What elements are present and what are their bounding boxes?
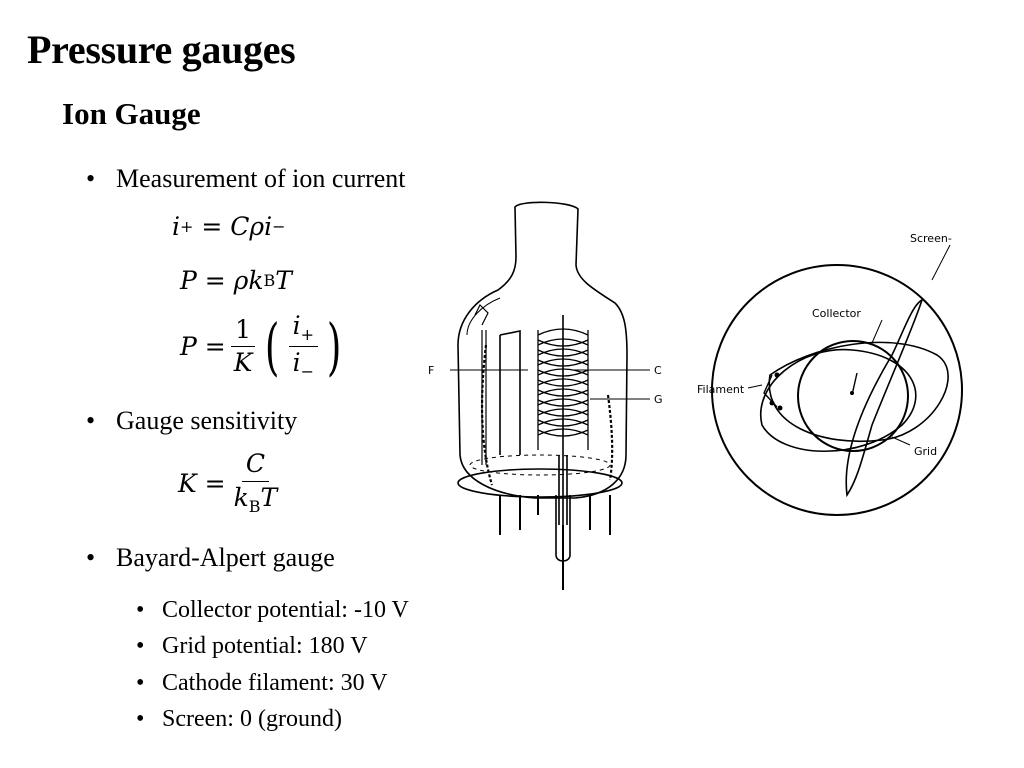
slide-title: Pressure gauges	[27, 27, 296, 72]
grid-loop	[768, 341, 949, 443]
cross-label-grid: Grid	[914, 445, 937, 458]
ion-gauge-cross-section-diagram: Screen- Collector Filament Grid	[697, 232, 963, 516]
filament	[499, 330, 521, 455]
sub-bullet-text: Cathode filament: 30 V	[162, 670, 388, 696]
cross-label-filament: Filament	[697, 383, 745, 396]
glass-envelope	[457, 201, 628, 499]
collector-circle	[797, 340, 909, 452]
ion-gauge-tube-illustration: F C G	[428, 201, 663, 590]
cross-label-screen: Screen-	[910, 232, 952, 245]
sub-bullet-text: Screen: 0 (ground)	[162, 706, 342, 732]
cross-label-collector: Collector	[812, 307, 861, 320]
sub-bullet-collector-potential: •Collector potential: -10 V	[136, 597, 409, 623]
bullet-bayard-alpert: •Bayard-Alpert gauge	[86, 543, 335, 572]
tube-label-filament: F	[428, 364, 434, 377]
bullet-text: Gauge sensitivity	[116, 406, 298, 435]
sub-bullet-text: Grid potential: 180 V	[162, 633, 368, 659]
sub-bullet-text: Collector potential: -10 V	[162, 597, 409, 623]
collector-wire	[558, 315, 568, 525]
equation-ion-current: i+ = Cρi−	[172, 212, 286, 241]
screen-circle	[711, 264, 963, 516]
bullet-text: Measurement of ion current	[116, 164, 406, 193]
tube-label-collector: C	[654, 364, 662, 377]
bullet-gauge-sensitivity: •Gauge sensitivity	[86, 406, 298, 435]
bullet-ion-current: •Measurement of ion current	[86, 164, 406, 193]
slide-subtitle: Ion Gauge	[62, 96, 201, 131]
sub-bullet-cathode-filament: •Cathode filament: 30 V	[136, 670, 388, 696]
sub-bullet-grid-potential: •Grid potential: 180 V	[136, 633, 368, 659]
bullet-text: Bayard-Alpert gauge	[116, 543, 335, 572]
sub-bullet-screen: •Screen: 0 (ground)	[136, 706, 342, 732]
tube-base	[457, 468, 623, 498]
tube-label-grid: G	[654, 393, 663, 406]
